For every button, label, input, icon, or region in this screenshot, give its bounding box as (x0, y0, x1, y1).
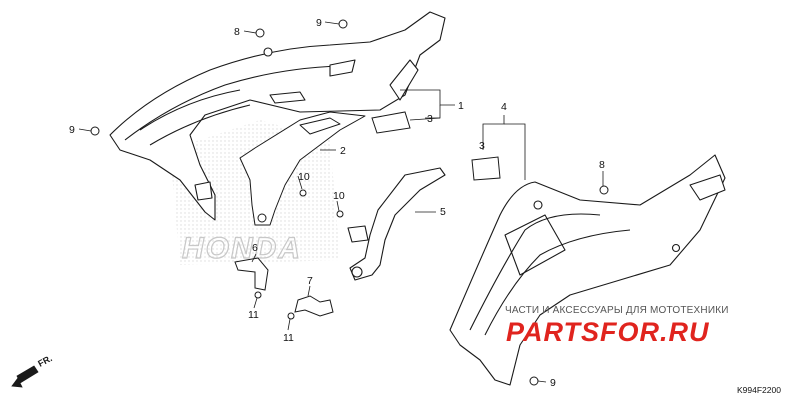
callout-3-upper: 3 (427, 113, 433, 125)
callout-4: 4 (501, 101, 507, 113)
screw-11-a (254, 291, 262, 299)
callout-9-left: 9 (69, 124, 75, 136)
callout-6: 6 (252, 242, 258, 254)
bolt-9-top (338, 19, 348, 29)
direction-arrow-icon (11, 365, 39, 388)
callout-9-bottom: 9 (550, 377, 556, 389)
callout-11-b: 11 (283, 332, 294, 344)
honda-logo-text: HONDA (182, 232, 302, 265)
callout-10-a: 10 (298, 171, 310, 183)
bolt-8-right (599, 185, 609, 195)
callout-2: 2 (340, 145, 346, 157)
front-direction-indicator: FR. (11, 353, 54, 388)
callout-8-right: 8 (599, 159, 605, 171)
part-sticker-upper (371, 111, 411, 134)
callout-3-lower: 3 (479, 140, 485, 152)
callout-8-left: 8 (234, 26, 240, 38)
fasteners (90, 19, 609, 386)
callout-1: 1 (458, 100, 464, 112)
watermark-tagline: ЧАСТИ И АКСЕССУАРЫ ДЛЯ МОТОТЕХНИКИ (505, 305, 729, 316)
part-sticker-lower (471, 156, 501, 181)
part-left-side-cover (109, 11, 446, 221)
screw-10-a (299, 189, 307, 197)
part-front-inner-cover (347, 167, 446, 281)
callout-9-top: 9 (316, 17, 322, 29)
part-inner-bracket (239, 111, 366, 226)
screw-10-b (336, 210, 344, 218)
callout-10-b: 10 (333, 190, 345, 202)
callout-labels: 8 9 9 1 3 2 10 10 5 4 3 8 6 7 11 11 9 (69, 17, 605, 389)
direction-label: FR. (36, 353, 53, 369)
screw-11-b (287, 312, 295, 320)
part-bracket-6 (234, 257, 269, 291)
part-right-side-cover (449, 154, 726, 386)
callout-11-a: 11 (248, 309, 259, 321)
bolt-8-left (255, 28, 265, 38)
bolt-9-left (90, 126, 100, 136)
diagram-code: K994F2200 (737, 385, 781, 395)
callout-7: 7 (307, 275, 313, 287)
watermark-site-logo: PARTSFOR.RU (506, 317, 710, 347)
leader-lines (78, 21, 604, 383)
bolt-9-bottom (529, 376, 539, 386)
callout-5: 5 (440, 206, 446, 218)
part-bracket-7 (294, 295, 334, 317)
